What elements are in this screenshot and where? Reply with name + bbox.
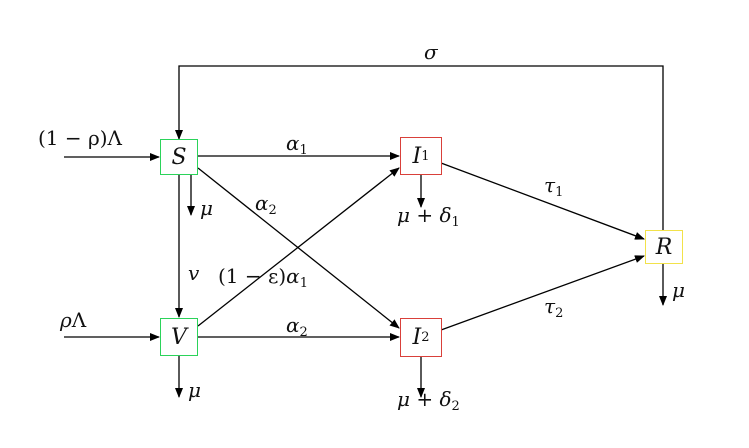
edge-I1-to-R — [440, 162, 645, 240]
node-S: S — [160, 139, 198, 175]
label-I1-to-R: τ1 — [544, 173, 564, 200]
label-inflow-V: ρΛ — [60, 308, 87, 332]
label-I2-out: μ + δ2 — [397, 387, 460, 414]
label-inflow-S: (1 − ρ)Λ — [38, 126, 123, 150]
label-V-death: μ — [188, 378, 201, 402]
label-S-death: μ — [200, 196, 213, 220]
node-R: R — [645, 230, 683, 264]
label-S-to-V: v — [188, 261, 200, 285]
label-I2-to-R: τ2 — [544, 294, 564, 321]
edge-R-to-S — [175, 65, 664, 233]
label-V-to-I1: (1 − ε)α1 — [218, 264, 308, 291]
edge-S-to-I2 — [197, 167, 400, 329]
node-V: V — [160, 318, 198, 356]
label-sigma: σ — [424, 40, 438, 64]
label-R-death: μ — [672, 278, 685, 302]
edge-I2-to-R — [440, 255, 645, 331]
edge-V-to-I1 — [197, 167, 400, 327]
label-S-to-I1: α1 — [286, 131, 308, 158]
label-S-to-I2: α2 — [255, 191, 277, 218]
label-V-to-I2: α2 — [286, 313, 308, 340]
label-I1-out: μ + δ1 — [397, 203, 460, 230]
